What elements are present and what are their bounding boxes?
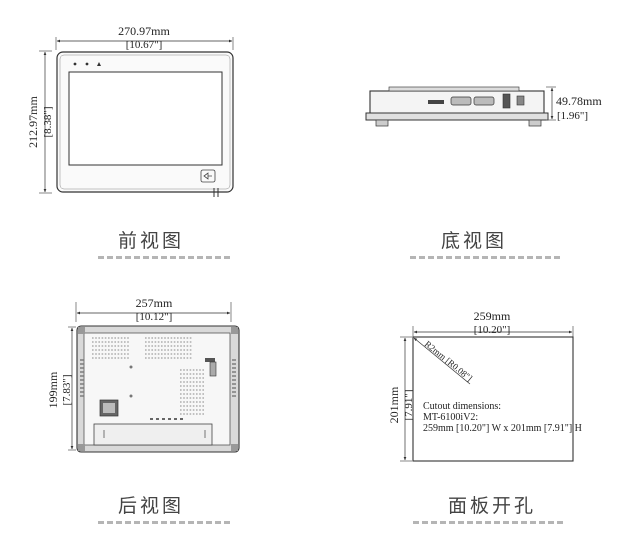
rear-view: 257mm [10.12"] 199mm [7.83"] (46, 296, 240, 453)
cutout-height-mm: 201mm (387, 386, 401, 423)
status-led-3 (97, 62, 101, 66)
bottom-depth-mm: 49.78mm (556, 94, 602, 108)
com-port-1 (450, 96, 472, 106)
front-width-in: [10.67"] (126, 39, 163, 51)
cutout-spec: 259mm [10.20"] W x 201mm [7.91"] H (423, 423, 582, 434)
front-view: 270.97mm [10.67"] 212.97mm [8.38"] (26, 24, 234, 197)
bottom-view: 49.78mm [1.96"] (365, 86, 602, 127)
bottom-bezel-edge (365, 112, 549, 121)
cutout-outline (412, 336, 574, 462)
front-display-screen (68, 71, 223, 166)
cutout-model: MT-6100iV2: (423, 412, 478, 423)
bottom-caption-rule (410, 256, 560, 259)
home-key-icon (200, 169, 216, 183)
side-vents (80, 359, 236, 397)
status-led-2 (85, 62, 89, 66)
com-port-2 (473, 96, 495, 106)
rear-dip-switch (209, 361, 217, 377)
rear-width-mm: 257mm (136, 296, 173, 310)
front-caption-rule (98, 256, 230, 259)
bottom-view-caption: 底视图 (441, 230, 508, 252)
cutout-height-in: [7.91"] (403, 389, 415, 420)
front-width-mm: 270.97mm (118, 24, 170, 38)
cutout-caption-rule (413, 521, 563, 524)
cutout-caption: 面板开孔 (448, 495, 537, 517)
cutout-title: Cutout dimensions: (423, 401, 501, 412)
rear-height-mm: 199mm (46, 371, 60, 408)
mounting-clip-left (375, 119, 389, 127)
front-view-caption: 前视图 (118, 230, 185, 252)
status-led-1 (73, 62, 77, 66)
sd-card-slot (428, 100, 444, 104)
cutout-width-mm: 259mm (474, 309, 511, 323)
top-vents (92, 337, 205, 415)
rear-expansion-bay (93, 423, 213, 446)
bottom-depth-in: [1.96"] (557, 110, 588, 122)
rear-height-in: [7.83"] (61, 374, 73, 405)
mounting-clip-right (528, 119, 542, 127)
front-height-in: [8.38"] (42, 106, 54, 137)
rear-view-caption: 后视图 (118, 495, 185, 517)
rear-width-in: [10.12"] (136, 311, 173, 323)
front-height-mm: 212.97mm (26, 96, 40, 148)
power-connector (502, 93, 511, 109)
radius-leader (413, 337, 471, 385)
panel-cutout-view: 259mm [10.20"] 201mm [7.91"] R2mm [R0.08… (387, 309, 582, 462)
cutout-width-in: [10.20"] (474, 324, 511, 336)
rear-caption-rule (98, 521, 230, 524)
usb-port (516, 95, 525, 106)
